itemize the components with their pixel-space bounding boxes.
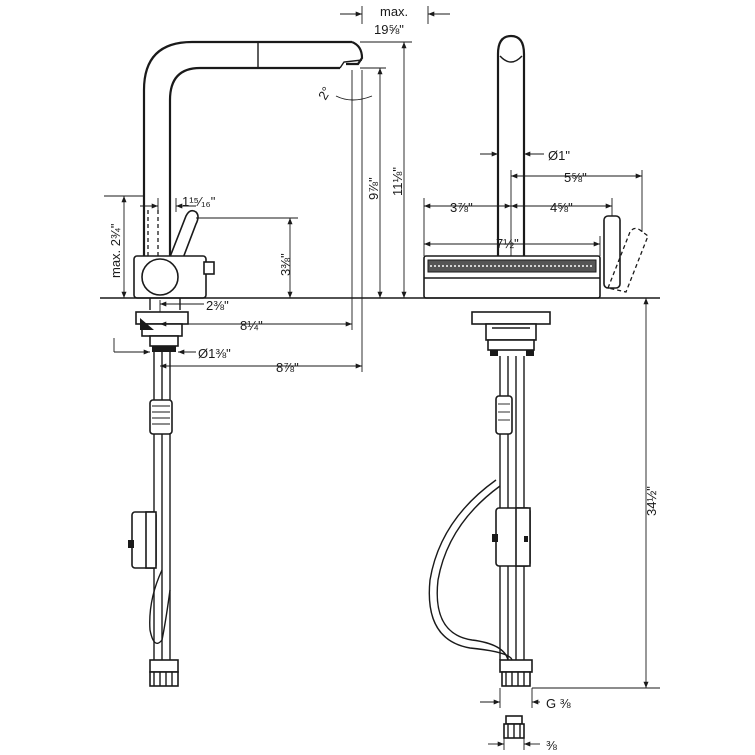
dim-hose-length: 34½" bbox=[644, 486, 659, 516]
dim-shank-diameter: Ø1⅜" bbox=[198, 346, 231, 361]
dim-max-reach-value: 19⅝" bbox=[374, 22, 404, 37]
dim-adapter-thread: ⅜ bbox=[546, 738, 557, 753]
side-view: max. 19⅝" 2° 9⅞" 11⅛" max. 2¾" 1¹⁵⁄₁₆" 3… bbox=[100, 4, 450, 687]
side-mounting bbox=[135, 311, 189, 352]
front-dimensions bbox=[423, 151, 660, 750]
front-spout bbox=[496, 34, 526, 256]
front-view: Ø1" 5⅝" 3⅞" 4⅝" 7½" 34½" G ⅜ ⅜ bbox=[412, 34, 660, 753]
dim-lever-reach: 5⅝" bbox=[564, 170, 587, 185]
dim-right-offset: 4⅝" bbox=[550, 200, 573, 215]
dim-lever-offset: 1¹⁵⁄₁₆" bbox=[182, 194, 216, 209]
dim-left-offset: 3⅞" bbox=[450, 200, 473, 215]
dim-pullout: max. 2¾" bbox=[108, 223, 123, 278]
dim-connection-thread: G ⅜ bbox=[546, 696, 571, 711]
front-mounting bbox=[471, 311, 551, 356]
side-lever bbox=[166, 209, 199, 268]
dim-spray-width: 7½" bbox=[496, 236, 519, 251]
dim-spout-height: 9⅞" bbox=[366, 177, 381, 200]
front-supply-hoses bbox=[428, 356, 533, 739]
dim-base-offset: 2⅜" bbox=[206, 298, 229, 313]
dim-max-reach-label: max. bbox=[380, 4, 408, 19]
dim-swivel-angle: 2° bbox=[315, 84, 334, 102]
front-lever bbox=[603, 215, 649, 293]
dim-spout-reach: 8¼" bbox=[240, 318, 263, 333]
side-spout bbox=[142, 40, 364, 262]
side-supply-hoses bbox=[128, 352, 179, 687]
side-dimensions bbox=[104, 6, 450, 372]
dim-overall-reach: 8⅞" bbox=[276, 360, 299, 375]
dim-spout-diameter: Ø1" bbox=[548, 148, 570, 163]
dim-lever-height: 3⅜" bbox=[278, 253, 293, 276]
front-spray-plate bbox=[423, 255, 601, 299]
side-mixer-body bbox=[133, 255, 215, 310]
dim-total-height: 11⅛" bbox=[390, 167, 405, 196]
